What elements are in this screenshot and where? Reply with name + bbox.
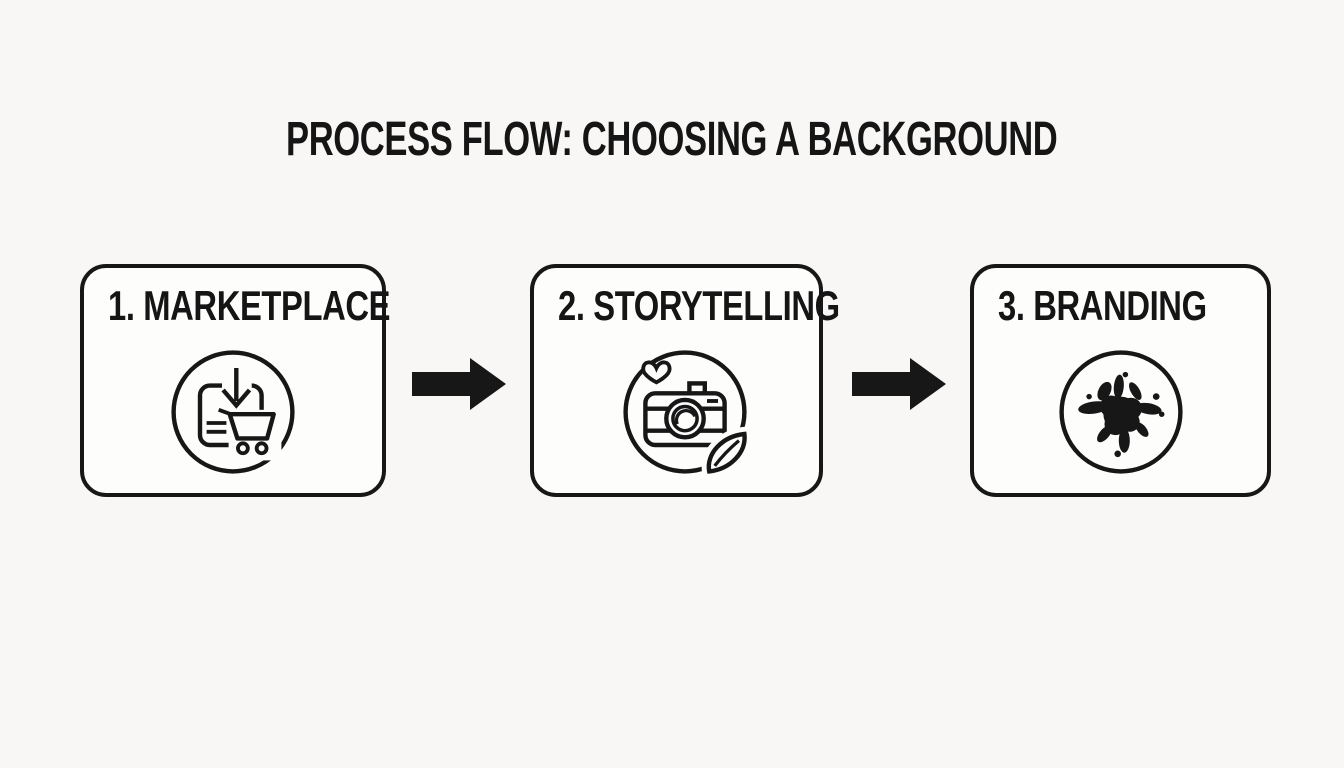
step-label: 3. BRANDING xyxy=(998,282,1207,329)
camera-leaf-icon xyxy=(619,346,751,478)
arrow-right-icon xyxy=(412,356,508,412)
step-box-marketplace: 1. MARKETPLACE xyxy=(80,264,391,497)
diagram-title-text: PROCESS FLOW: CHOOSING A BACKGROUND xyxy=(286,113,1058,166)
step-label: 2. STORYTELLING xyxy=(558,282,840,329)
diagram-title: PROCESS FLOW: CHOOSING A BACKGROUND xyxy=(0,116,1344,164)
arrow-right-icon xyxy=(852,356,948,412)
ink-splat-icon xyxy=(1055,346,1187,478)
step-box-branding: 3. BRANDING xyxy=(970,264,1271,497)
step-label: 1. MARKETPLACE xyxy=(108,282,391,329)
step-box-storytelling: 2. STORYTELLING xyxy=(530,264,840,497)
cart-download-icon xyxy=(167,346,299,478)
